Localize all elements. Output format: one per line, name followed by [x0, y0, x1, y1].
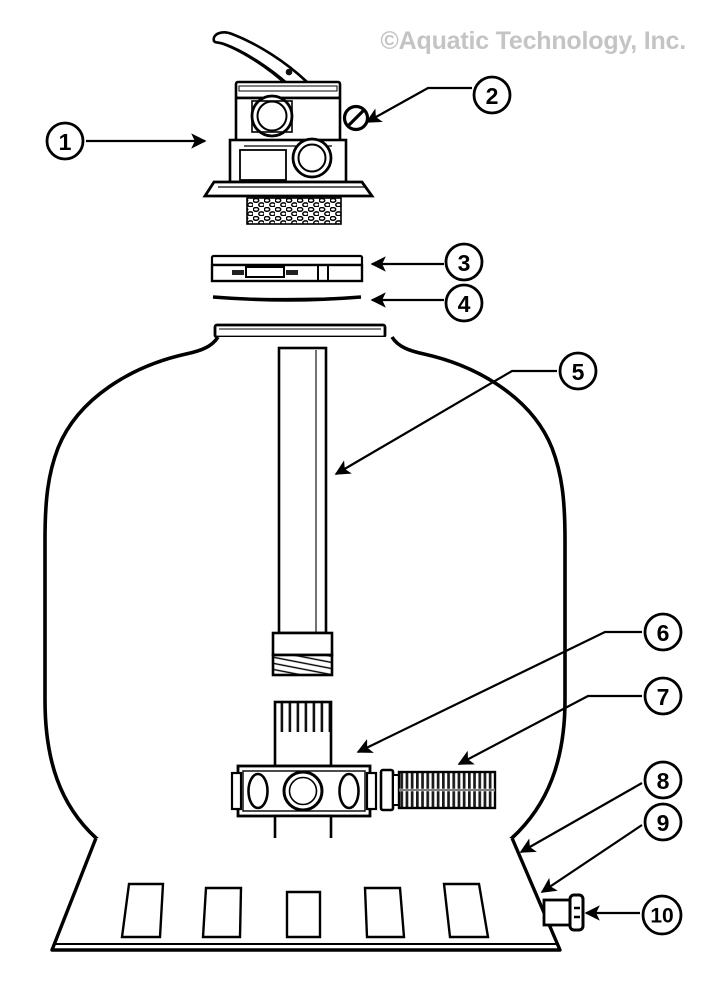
callout-label-8: 8	[657, 768, 670, 794]
callout-2[interactable]: 2	[365, 75, 512, 123]
handle-pivot-icon	[285, 68, 293, 76]
hub-slotted-riser	[273, 700, 333, 768]
tank-neck-flange	[213, 323, 387, 339]
layer-parts	[43, 31, 585, 952]
filter-lateral[interactable]	[379, 768, 497, 812]
base-slot	[363, 886, 406, 939]
callout-label-10: 10	[650, 905, 673, 928]
callout-bubble-3[interactable]	[444, 242, 484, 282]
callout-10[interactable]: 10	[584, 894, 683, 936]
standpipe-thread	[271, 653, 334, 677]
standpipe-collar	[271, 631, 334, 657]
callout-label-9: 9	[657, 810, 670, 836]
lateral-hub-end	[379, 768, 395, 812]
callout-bubble-8[interactable]	[643, 760, 683, 800]
callout-9[interactable]: 9	[540, 802, 683, 893]
lateral-hub-assembly[interactable]	[230, 700, 378, 883]
diffuser-plate[interactable]	[210, 254, 364, 283]
callout-3[interactable]: 3	[370, 242, 484, 282]
callout-label-4: 4	[458, 291, 471, 317]
drain-assembly[interactable]	[542, 893, 585, 932]
standpipe[interactable]	[271, 346, 334, 677]
callout-5[interactable]: 5	[334, 351, 598, 475]
valve-strainer-mesh	[246, 197, 342, 225]
callout-label-5: 5	[572, 359, 585, 385]
callout-6[interactable]: 6	[356, 612, 683, 753]
callout-label-2: 2	[486, 83, 499, 109]
callout-label-3: 3	[458, 250, 471, 276]
callout-bubble-7[interactable]	[643, 676, 683, 716]
base-stand[interactable]	[50, 837, 562, 952]
callout-label-6: 6	[657, 620, 670, 646]
drain-fitting[interactable]	[542, 898, 574, 927]
callout-bubble-5[interactable]	[558, 351, 598, 391]
callout-bubble-6[interactable]	[643, 612, 683, 652]
valve-top-cap	[234, 80, 342, 100]
layer-callouts: 1 2 3 4 5	[45, 75, 683, 936]
tank-o-ring[interactable]	[212, 295, 362, 302]
callout-bubble-1[interactable]	[45, 121, 85, 161]
callout-bubble-10[interactable]	[641, 894, 683, 936]
valve-port-upper	[250, 94, 294, 138]
base-slot	[285, 890, 322, 939]
lateral-slots	[397, 770, 497, 810]
pressure-gauge-plug-icon[interactable]	[342, 104, 370, 132]
copyright-watermark: ©Aquatic Technology, Inc.	[380, 27, 686, 55]
callout-7[interactable]: 7	[457, 676, 683, 765]
multiport-valve-assembly[interactable]	[202, 31, 375, 225]
drain-cap[interactable]	[568, 893, 585, 932]
valve-port-lower	[291, 137, 333, 179]
callout-label-1: 1	[59, 129, 72, 155]
callout-bubble-9[interactable]	[643, 802, 683, 842]
callout-label-7: 7	[657, 684, 670, 710]
base-slot	[442, 882, 490, 939]
base-slot	[201, 886, 243, 939]
callout-8[interactable]: 8	[519, 760, 683, 853]
callout-1[interactable]: 1	[45, 121, 207, 161]
base-slot	[120, 882, 165, 939]
callout-bubble-2[interactable]	[472, 75, 512, 115]
valve-flange	[202, 180, 375, 198]
callout-bubble-4[interactable]	[444, 283, 484, 323]
callout-4[interactable]: 4	[370, 283, 484, 323]
